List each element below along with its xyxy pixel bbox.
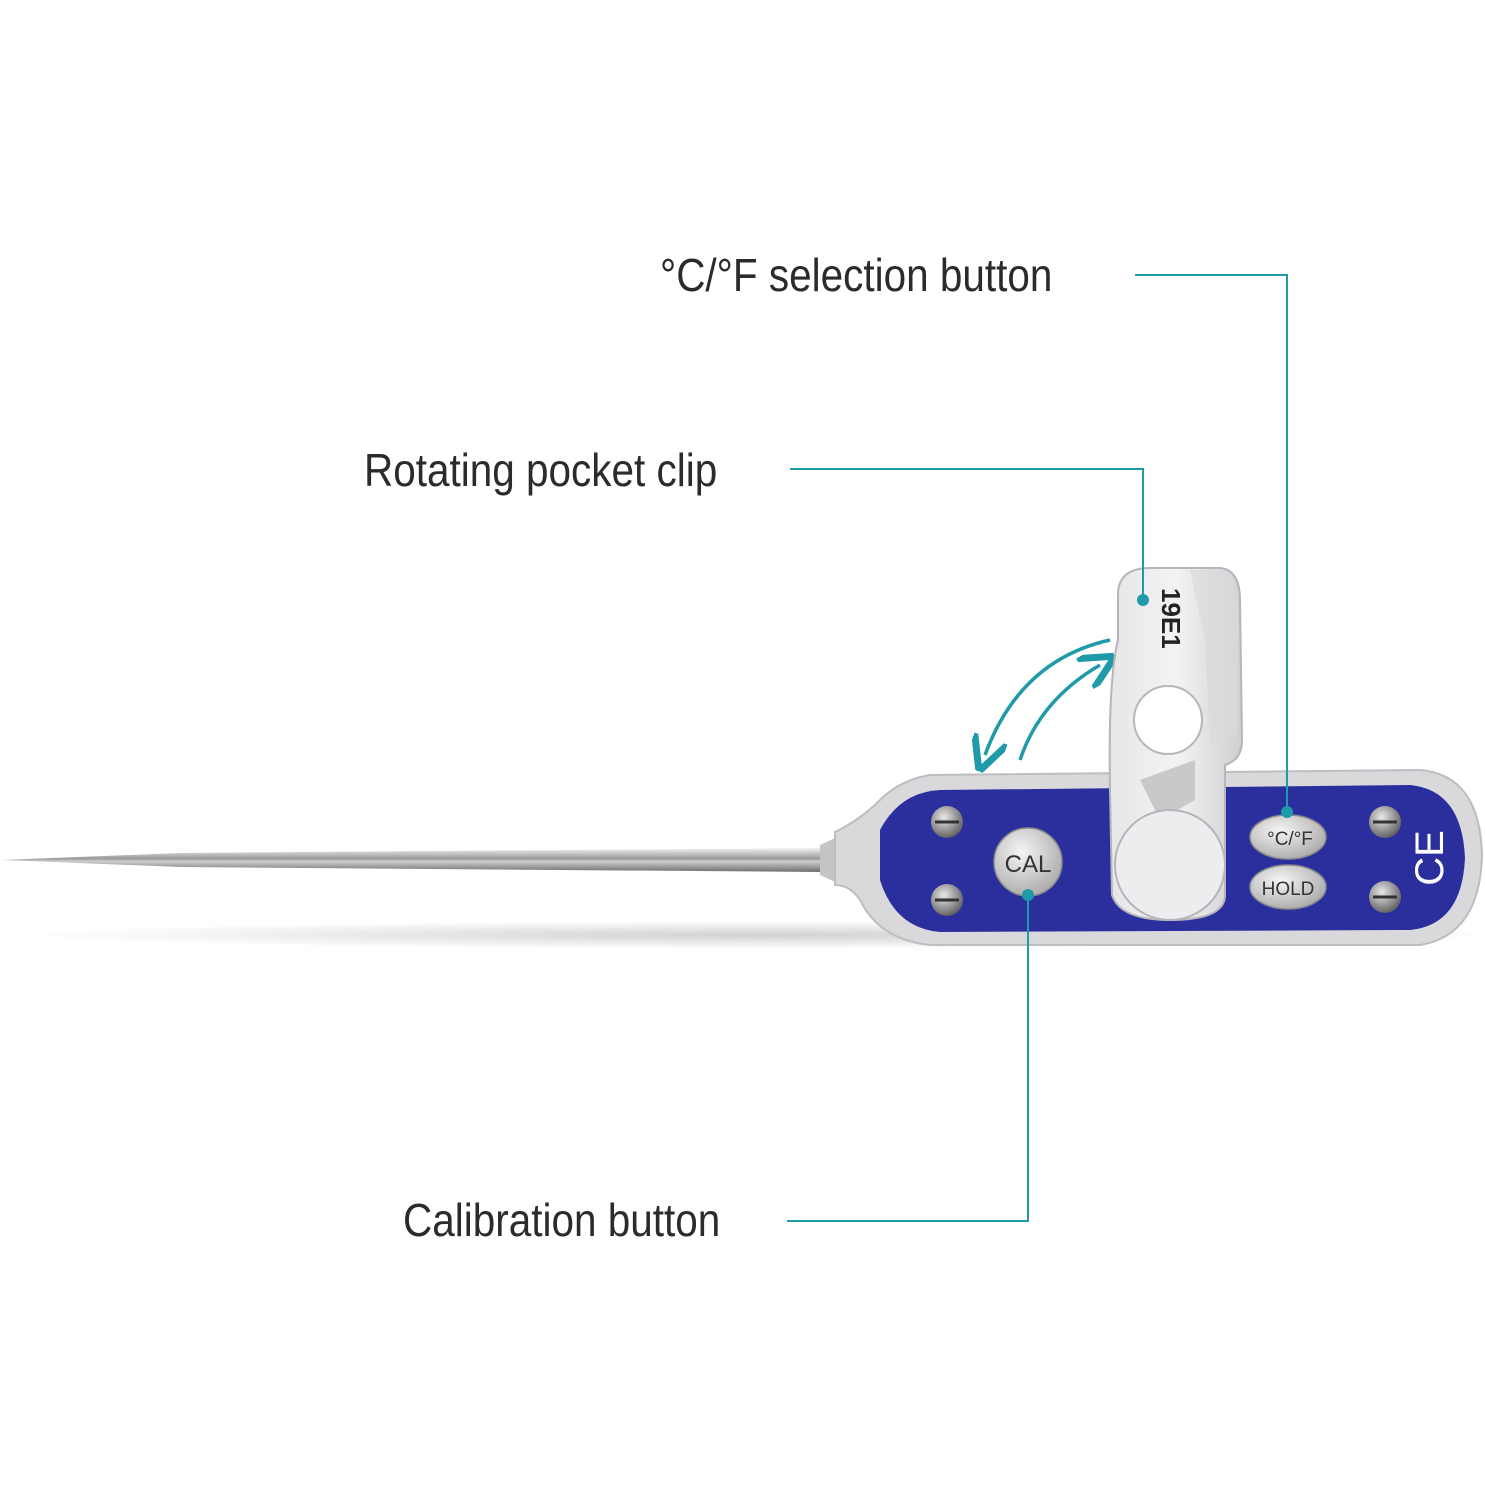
unit-button-callout: °C/°F selection button (660, 249, 1053, 301)
rotation-arrows-icon (985, 638, 1110, 760)
cal-button-label: CAL (1005, 851, 1052, 878)
calibration-button-callout: Calibration button (403, 1194, 721, 1246)
screw-bottom-left (931, 884, 963, 916)
cal-button[interactable]: CAL (993, 827, 1063, 897)
probe (2, 838, 835, 882)
hold-button[interactable]: HOLD (1249, 864, 1327, 910)
clip-pivot (1114, 809, 1226, 921)
screw-bottom-right (1369, 881, 1401, 913)
screw-top-right (1369, 806, 1401, 838)
leader-calibration-button (787, 889, 1034, 1222)
ce-mark: CE (1408, 830, 1452, 886)
hold-button-label: HOLD (1262, 879, 1315, 900)
leader-unit-button (1135, 274, 1293, 818)
pocket-clip-callout: Rotating pocket clip (364, 444, 718, 496)
leader-pocket-clip (790, 468, 1149, 606)
pocket-clip[interactable]: 19E1 (1108, 567, 1244, 922)
unit-toggle-button[interactable]: °C/°F (1249, 814, 1327, 860)
unit-toggle-label: °C/°F (1267, 829, 1313, 850)
screw-top-left (931, 806, 963, 838)
clip-model-code: 19E1 (1156, 588, 1186, 649)
